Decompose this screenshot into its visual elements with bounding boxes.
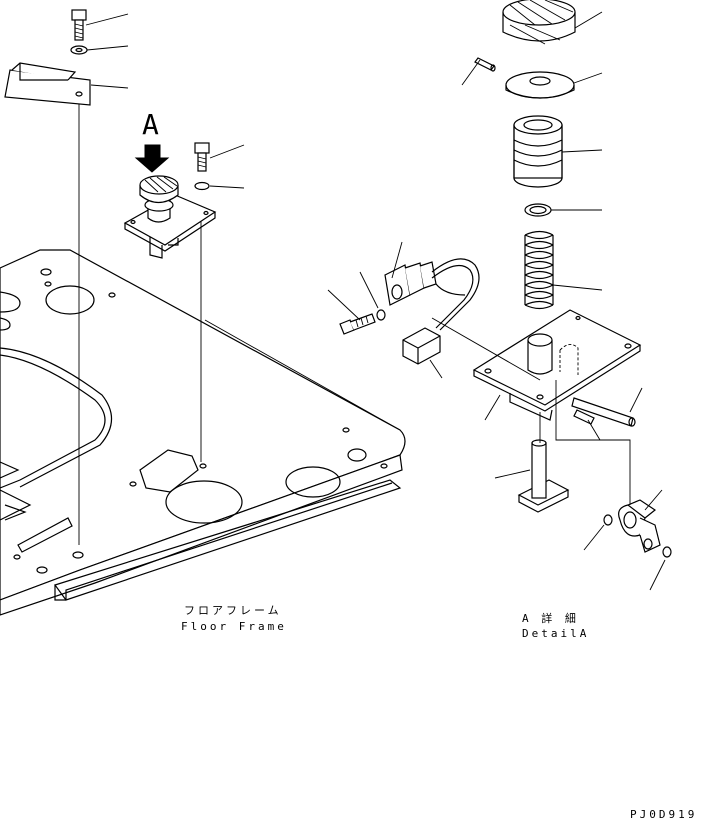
detail-connector [402, 327, 441, 365]
floor-frame-label-jp: フロアフレーム [184, 604, 282, 617]
drawing-code: PJ0D919 [630, 808, 698, 821]
detail-bolt-small [339, 313, 376, 335]
detail-disk [505, 71, 575, 99]
detail-shaft [517, 439, 570, 513]
detail-label-jp: A 詳 細 [522, 612, 579, 625]
floor-frame-label-en: Floor Frame [181, 620, 287, 633]
detail-cam-bracket [618, 499, 661, 553]
detail-spring [524, 230, 554, 310]
detail-pin-top [474, 57, 496, 72]
detail-ring [524, 203, 552, 217]
view-callout-label: A [142, 108, 159, 141]
detail-pin-long [571, 397, 636, 427]
mounting-bracket [4, 62, 91, 106]
pedal-knob [139, 175, 179, 223]
mid-bolt [194, 142, 210, 172]
floor-frame-plate [0, 249, 406, 616]
top-bolt [71, 9, 87, 41]
mid-washer [194, 181, 210, 191]
detail-washer-small [376, 309, 386, 321]
detail-bellows [513, 115, 563, 188]
detail-washer-lower-left [603, 514, 613, 526]
detail-plate [472, 309, 642, 421]
view-arrow-icon [134, 144, 170, 173]
detail-post [527, 333, 579, 375]
detail-washer-lower-right [662, 546, 672, 558]
detail-switch [384, 258, 480, 331]
detail-label-en: DetailA [522, 627, 590, 640]
detail-pedal-cap [502, 0, 576, 45]
detail-pin-short [573, 409, 595, 425]
top-washer [70, 45, 88, 55]
